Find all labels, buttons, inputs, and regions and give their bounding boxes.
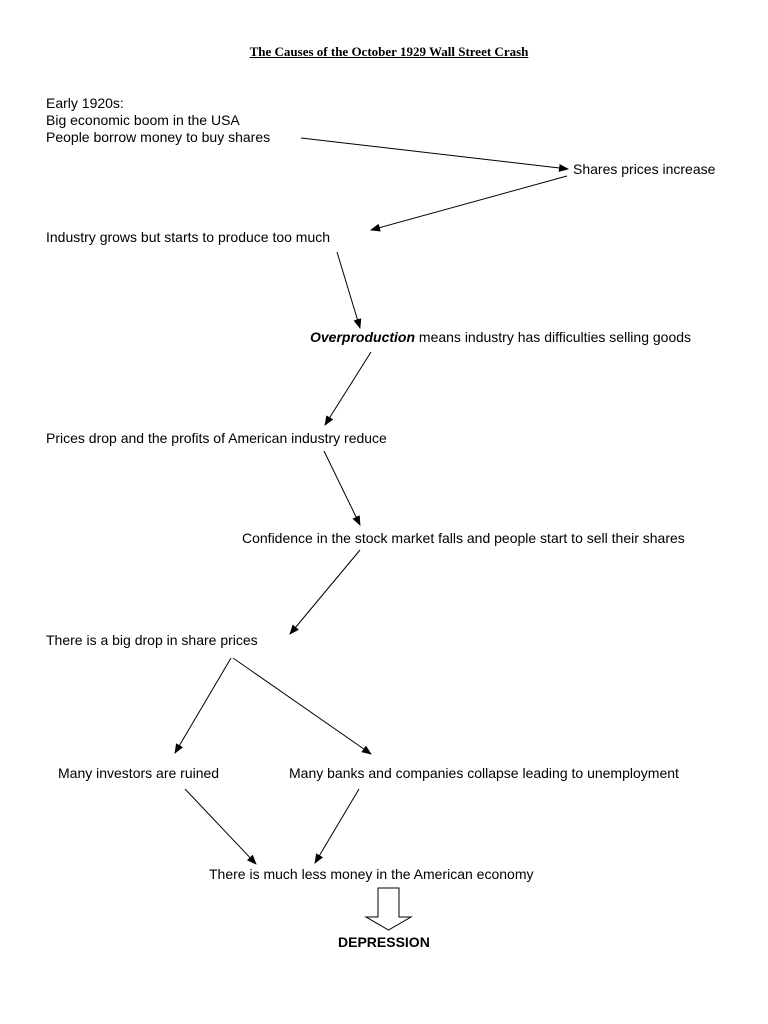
node-less-money: There is much less money in the American… bbox=[209, 866, 534, 882]
early-line-3: People borrow money to buy shares bbox=[46, 129, 271, 145]
node-confidence-falls: Confidence in the stock market falls and… bbox=[242, 530, 685, 546]
node-early-1920s: Early 1920s: Big economic boom in the US… bbox=[46, 95, 270, 146]
overproduction-rest: means industry has difficulties selling … bbox=[415, 329, 692, 345]
overproduction-term: Overproduction bbox=[310, 329, 416, 345]
arrow-borrow-to-shares bbox=[300, 137, 569, 172]
arrow-investors-to-less-money bbox=[184, 788, 257, 865]
page-title: The Causes of the October 1929 Wall Stre… bbox=[249, 44, 529, 59]
arrow-industry-to-overproduction bbox=[336, 251, 362, 329]
node-prices-drop: Prices drop and the profits of American … bbox=[46, 430, 387, 446]
arrow-shares-to-industry bbox=[370, 175, 568, 232]
node-depression: DEPRESSION bbox=[338, 934, 430, 950]
node-investors-ruined: Many investors are ruined bbox=[58, 765, 220, 781]
arrow-confidence-to-big-drop bbox=[289, 549, 361, 635]
arrow-big-drop-to-investors bbox=[174, 657, 232, 754]
node-big-drop: There is a big drop in share prices bbox=[46, 632, 258, 648]
arrow-big-drop-to-banks bbox=[232, 657, 372, 755]
arrow-overproduction-to-prices bbox=[324, 351, 372, 426]
node-industry-grows: Industry grows but starts to produce too… bbox=[46, 229, 331, 245]
node-overproduction: Overproduction means industry has diffic… bbox=[310, 329, 691, 346]
block-arrow-to-depression bbox=[364, 887, 413, 931]
early-line-1: Early 1920s: bbox=[46, 95, 124, 111]
arrow-banks-to-less-money bbox=[314, 788, 360, 864]
arrow-prices-to-confidence bbox=[323, 450, 361, 526]
node-shares-increase: Shares prices increase bbox=[573, 161, 716, 177]
node-banks-collapse: Many banks and companies collapse leadin… bbox=[289, 765, 679, 781]
early-line-2: Big economic boom in the USA bbox=[46, 112, 240, 128]
